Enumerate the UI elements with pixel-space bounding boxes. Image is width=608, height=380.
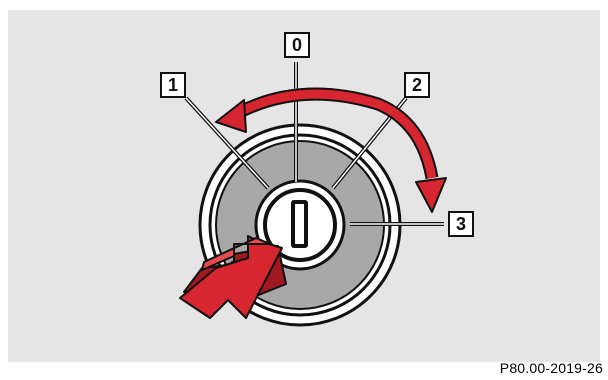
insert-key-arrow-icon	[179, 235, 287, 319]
position-label-0: 0	[284, 32, 310, 58]
position-label-3: 3	[448, 211, 474, 237]
key-slot	[291, 200, 308, 248]
position-label-1: 1	[160, 72, 186, 98]
position-label-2: 2	[404, 72, 430, 98]
figure-caption: P80.00-2019-26	[499, 360, 603, 376]
rotation-arrow-icon	[215, 87, 447, 213]
